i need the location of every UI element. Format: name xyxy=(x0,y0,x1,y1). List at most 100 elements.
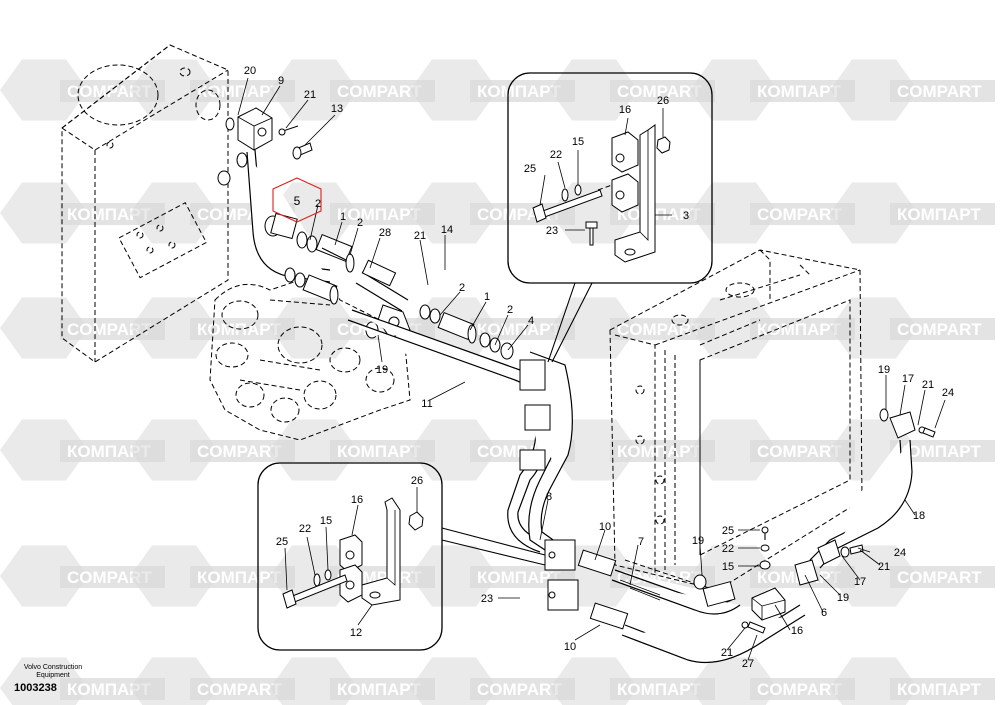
callout-10: 10 xyxy=(564,641,576,653)
callout-10: 10 xyxy=(599,521,611,533)
callout-5: 5 xyxy=(294,194,301,208)
watermark-tile: КОМПАРТ xyxy=(410,59,575,121)
watermark-tile: COMPART xyxy=(830,59,995,121)
svg-text:КОМПАРТ: КОМПАРТ xyxy=(197,568,281,587)
callout-2: 2 xyxy=(357,217,363,229)
callout-20: 20 xyxy=(244,65,256,77)
callout-9: 9 xyxy=(278,75,284,87)
svg-text:COMPART: COMPART xyxy=(67,568,152,587)
watermark-tile: КОМПАРТ xyxy=(830,657,995,705)
clamp-16-right xyxy=(741,526,786,634)
svg-text:COMPART: COMPART xyxy=(897,320,982,339)
callout-18: 18 xyxy=(913,510,925,522)
watermark-tile: COMPART xyxy=(690,419,855,481)
watermark-tile: COMPART xyxy=(830,297,995,359)
callout-28: 28 xyxy=(379,227,391,239)
watermark-tile: COMPART xyxy=(130,657,295,705)
svg-text:КОМПАРТ: КОМПАРТ xyxy=(67,205,151,224)
svg-text:КОМПАРТ: КОМПАРТ xyxy=(197,82,281,101)
watermark-tile: COMPART xyxy=(690,657,855,705)
watermark-tile: COMPART xyxy=(550,59,715,121)
callout-16: 16 xyxy=(351,494,363,506)
svg-text:COMPART: COMPART xyxy=(67,320,152,339)
callout-6: 6 xyxy=(821,607,827,619)
callout-2: 2 xyxy=(315,198,321,210)
footer-part-code: 1003238 xyxy=(14,682,57,694)
watermark-tile: COMPART xyxy=(410,657,575,705)
svg-text:COMPART: COMPART xyxy=(197,680,282,699)
callout-labels: 20 9 21 13 5 2 1 2 28 21 14 2 1 2 4 19 1… xyxy=(244,65,954,670)
svg-text:COMPART: COMPART xyxy=(757,205,842,224)
block-9 xyxy=(217,107,313,186)
watermark-tile: КОМПАРТ xyxy=(270,657,435,705)
callout-25: 25 xyxy=(524,163,536,175)
callout-19: 19 xyxy=(837,592,849,604)
callout-4: 4 xyxy=(528,315,534,327)
callout-16: 16 xyxy=(791,625,803,637)
fittings-upper xyxy=(264,212,397,305)
callout-21: 21 xyxy=(414,230,426,242)
svg-text:КОМПАРТ: КОМПАРТ xyxy=(757,82,841,101)
watermark-tile: COMPART xyxy=(130,419,295,481)
callout-23: 23 xyxy=(481,593,493,605)
svg-text:КОМПАРТ: КОМПАРТ xyxy=(617,205,701,224)
callout-13: 13 xyxy=(331,103,343,115)
watermark-tile: КОМПАРТ xyxy=(550,657,715,705)
callout-22: 22 xyxy=(299,523,311,535)
oil-cooler xyxy=(609,249,863,591)
watermark-tile: КОМПАРТ xyxy=(690,297,855,359)
watermark-tile: КОМПАРТ xyxy=(830,182,995,244)
svg-text:КОМПАРТ: КОМПАРТ xyxy=(477,320,561,339)
svg-text:КОМПАРТ: КОМПАРТ xyxy=(897,205,981,224)
callout-15: 15 xyxy=(722,561,734,573)
svg-text:КОМПАРТ: КОМПАРТ xyxy=(757,320,841,339)
svg-text:КОМПАРТ: КОМПАРТ xyxy=(617,442,701,461)
pipe-11 xyxy=(347,304,573,561)
svg-text:КОМПАРТ: КОМПАРТ xyxy=(897,680,981,699)
svg-text:COMPART: COMPART xyxy=(337,82,422,101)
svg-text:КОМПАРТ: КОМПАРТ xyxy=(337,442,421,461)
callout-26: 26 xyxy=(657,95,669,107)
callout-11: 11 xyxy=(421,398,432,410)
svg-text:КОМПАРТ: КОМПАРТ xyxy=(337,205,421,224)
callout-14: 14 xyxy=(441,224,453,236)
svg-text:КОМПАРТ: КОМПАРТ xyxy=(67,442,151,461)
callout-25: 25 xyxy=(276,536,288,548)
svg-text:КОМПАРТ: КОМПАРТ xyxy=(337,680,421,699)
callout-21: 21 xyxy=(304,89,316,101)
callout-7: 7 xyxy=(638,536,644,548)
svg-text:COMPART: COMPART xyxy=(617,82,702,101)
watermark-tile: КОМПАРТ xyxy=(130,297,295,359)
callout-27: 27 xyxy=(742,658,754,670)
svg-text:КОМПАРТ: КОМПАРТ xyxy=(477,568,561,587)
svg-text:COMPART: COMPART xyxy=(477,680,562,699)
watermark-tile: COMPART xyxy=(830,545,995,607)
callout-2: 2 xyxy=(507,304,513,316)
insert-box-top xyxy=(507,72,713,363)
callout-21: 21 xyxy=(922,379,934,391)
callout-2: 2 xyxy=(459,282,465,294)
callout-19: 19 xyxy=(376,364,388,376)
callout-17: 17 xyxy=(854,576,866,588)
callout-22: 22 xyxy=(550,149,562,161)
callout-15: 15 xyxy=(572,136,584,148)
svg-text:COMPART: COMPART xyxy=(757,680,842,699)
svg-text:КОМПАРТ: КОМПАРТ xyxy=(67,680,151,699)
svg-text:COMPART: COMPART xyxy=(897,82,982,101)
svg-text:COMPART: COMPART xyxy=(617,568,702,587)
callout-23: 23 xyxy=(546,225,558,237)
callout-24: 24 xyxy=(942,387,954,399)
watermark-tile: КОМПАРТ xyxy=(550,182,715,244)
svg-text:COMPART: COMPART xyxy=(897,568,982,587)
callout-21: 21 xyxy=(878,561,890,573)
callout-25: 25 xyxy=(722,525,734,537)
footer-maker: Volvo Construction Equipment xyxy=(23,664,83,679)
callout-8: 8 xyxy=(546,491,552,503)
leader-lines xyxy=(237,77,946,661)
svg-text:COMPART: COMPART xyxy=(197,442,282,461)
insert-box-bottom xyxy=(257,462,546,651)
svg-text:КОМПАРТ: КОМПАРТ xyxy=(897,442,981,461)
svg-text:КОМПАРТ: КОМПАРТ xyxy=(197,320,281,339)
